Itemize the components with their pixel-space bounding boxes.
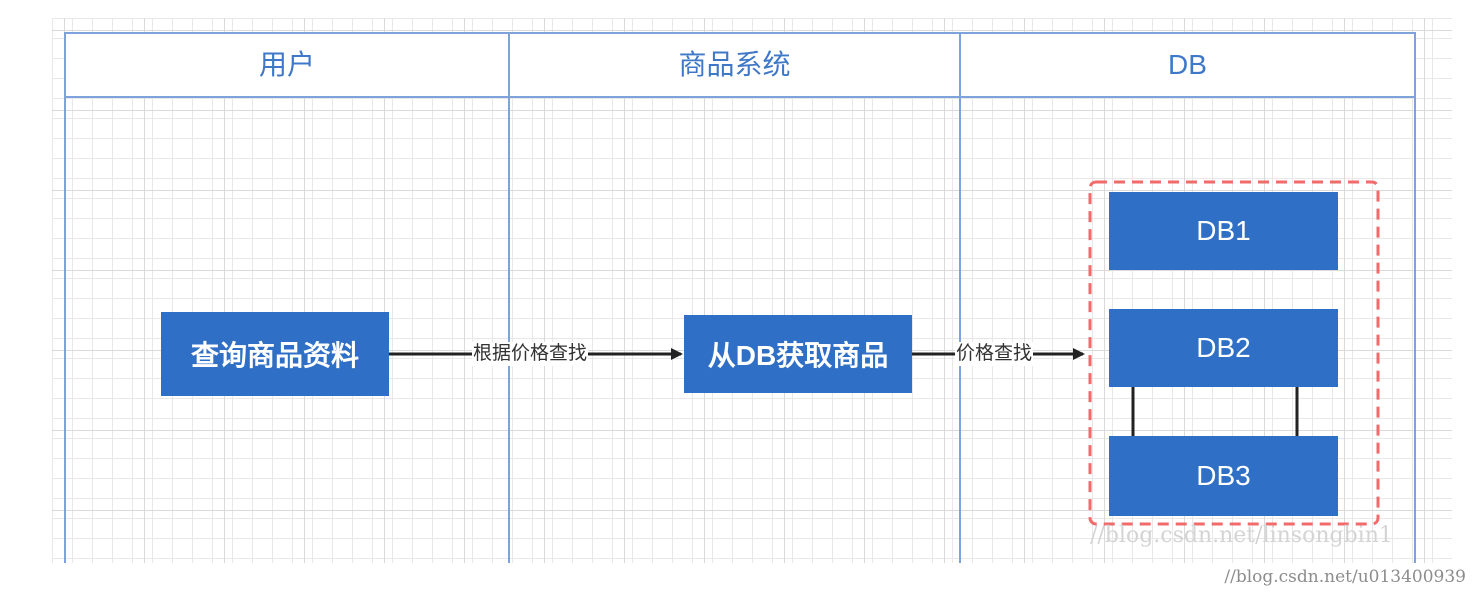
edge-label-price-lookup: 价格查找	[955, 342, 1034, 366]
watermark-footer: //blog.csdn.net/u013400939	[1224, 567, 1466, 587]
lane-title-user: 用户	[258, 49, 315, 80]
node-db2[interactable]: DB2	[1109, 309, 1338, 387]
node-fetch-from-db[interactable]: 从DB获取商品	[684, 315, 912, 393]
watermark-inner: //blog.csdn.net/linsongbin1	[1090, 523, 1393, 548]
node-db3[interactable]: DB3	[1109, 436, 1338, 516]
lane-title-db: DB	[1168, 49, 1207, 80]
lane-header-band	[64, 32, 1416, 98]
db-cluster-group[interactable]	[1088, 180, 1380, 526]
node-db1[interactable]: DB1	[1109, 192, 1338, 270]
lane-title-product-system: 商品系统	[678, 49, 791, 80]
node-query-product-info[interactable]: 查询商品资料	[161, 312, 389, 396]
edge-label-search-by-price: 根据价格查找	[472, 342, 589, 366]
